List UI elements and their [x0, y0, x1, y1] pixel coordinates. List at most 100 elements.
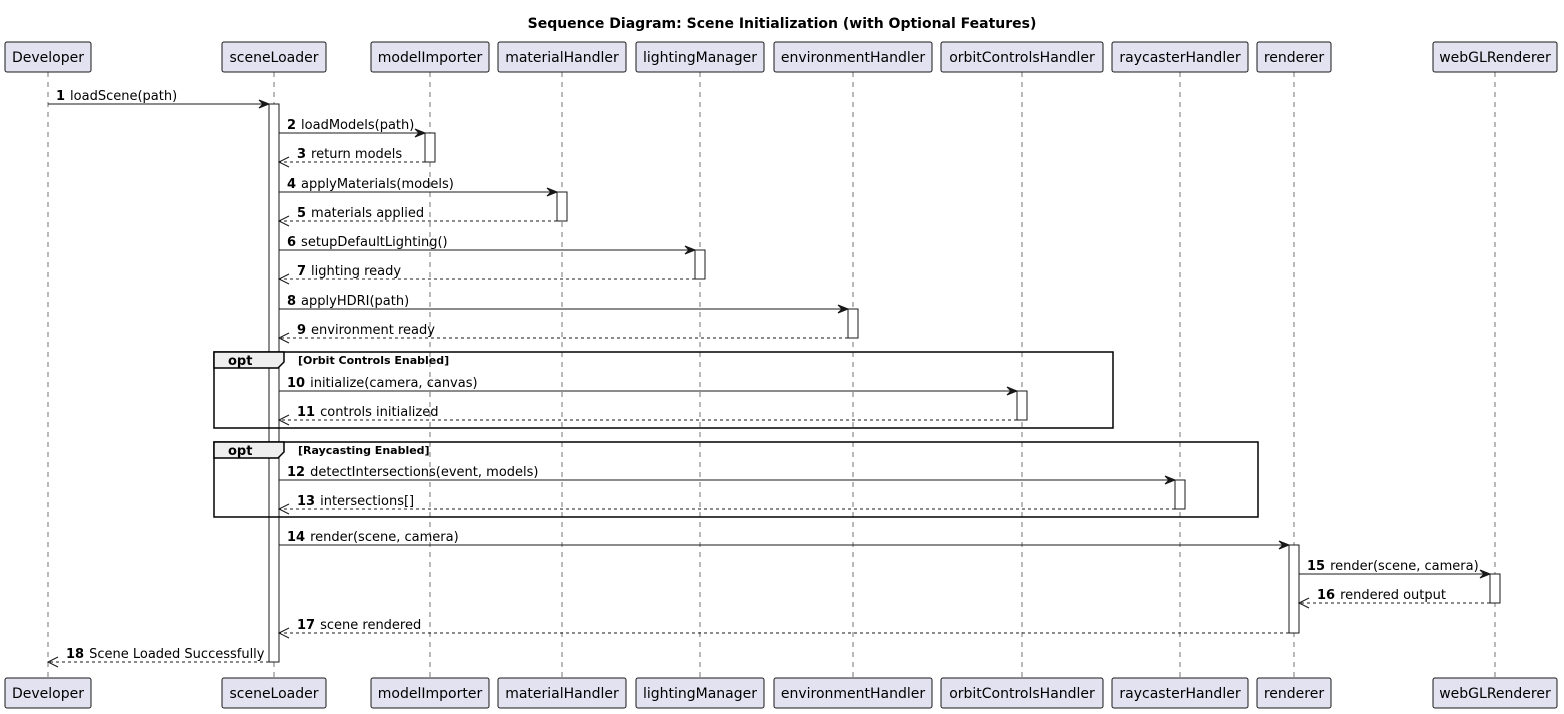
participant-renderer-bottom: renderer — [1256, 677, 1332, 709]
message-label: 12 detectIntersections(event, models) — [287, 465, 538, 480]
participant-label: orbitControlsHandler — [949, 686, 1095, 702]
fragment-keyword: opt — [228, 354, 252, 369]
participant-box — [1256, 41, 1332, 73]
arrow-head — [546, 187, 559, 197]
message-label: 13 intersections[] — [297, 494, 414, 509]
arrow-head — [1278, 540, 1291, 550]
activation-bar-raycasterHandler — [1174, 479, 1186, 510]
arrow-head — [277, 332, 290, 344]
fragment-keyword: opt — [228, 444, 252, 459]
participant-box — [4, 677, 92, 709]
message-text: setupDefaultLighting() — [301, 235, 448, 250]
activation-bar-sceneLoader — [268, 103, 280, 663]
participant-label: renderer — [1264, 50, 1324, 66]
arrow-head — [837, 304, 850, 314]
message-number: 10 — [287, 376, 305, 391]
message-text: return models — [311, 147, 402, 162]
message-number: 3 — [297, 147, 306, 162]
participant-label: webGLRenderer — [1439, 686, 1551, 702]
arrow-head — [277, 414, 290, 426]
participant-box — [1111, 677, 1249, 709]
participant-label: environmentHandler — [781, 50, 926, 66]
participant-box — [221, 677, 327, 709]
message-13: 13 intersections[] — [277, 494, 1175, 515]
participant-orbitControlsHandler-top: orbitControlsHandler — [940, 41, 1104, 73]
participant-label: webGLRenderer — [1439, 50, 1551, 66]
activation-bar-materialHandler — [556, 191, 568, 222]
participant-materialHandler-bottom: materialHandler — [497, 677, 627, 709]
message-label: 4 applyMaterials(models) — [287, 177, 454, 192]
participant-label: raycasterHandler — [1119, 50, 1240, 66]
message-12: 12 detectIntersections(event, models) — [279, 465, 1177, 485]
participant-label: materialHandler — [505, 686, 619, 702]
fragment-tab — [213, 441, 285, 459]
message-number: 6 — [287, 235, 296, 250]
participant-webGLRenderer-top: webGLRenderer — [1432, 41, 1558, 73]
participant-environmentHandler-top: environmentHandler — [773, 41, 933, 73]
opt-fragment: opt[Orbit Controls Enabled] — [213, 351, 1114, 429]
message-number: 4 — [287, 177, 296, 192]
opt-fragment: opt[Raycasting Enabled] — [213, 441, 1259, 518]
message-number: 11 — [297, 405, 315, 420]
participant-sceneLoader-top: sceneLoader — [221, 41, 327, 73]
message-number: 13 — [297, 494, 315, 509]
arrow-head — [277, 503, 290, 515]
participant-label: environmentHandler — [781, 686, 926, 702]
participant-modelImporter-bottom: modelImporter — [370, 677, 490, 709]
message-text: applyMaterials(models) — [301, 177, 454, 192]
participant-environmentHandler-bottom: environmentHandler — [773, 677, 933, 709]
participant-orbitControlsHandler-bottom: orbitControlsHandler — [940, 677, 1104, 709]
activation-bar-renderer — [1288, 544, 1300, 634]
message-number: 9 — [297, 323, 306, 338]
message-text: render(scene, camera) — [310, 530, 459, 545]
message-text: detectIntersections(event, models) — [310, 465, 538, 480]
participant-label: materialHandler — [505, 50, 619, 66]
participant-box — [370, 677, 490, 709]
message-text: materials applied — [311, 206, 424, 221]
message-text: loadScene(path) — [70, 89, 177, 104]
participant-label: modelImporter — [378, 686, 483, 702]
participant-label: orbitControlsHandler — [949, 50, 1095, 66]
participant-developer-bottom: Developer — [4, 677, 92, 709]
participant-box — [1432, 677, 1558, 709]
activation-bar-modelImporter — [424, 132, 436, 163]
message-number: 8 — [287, 294, 296, 309]
message-number: 17 — [297, 618, 315, 633]
participant-label: raycasterHandler — [1119, 686, 1240, 702]
participant-box — [940, 677, 1104, 709]
message-number: 2 — [287, 118, 296, 133]
participant-box — [1111, 41, 1249, 73]
participant-label: lightingManager — [643, 686, 757, 702]
participant-materialHandler-top: materialHandler — [497, 41, 627, 73]
message-number: 12 — [287, 465, 305, 480]
message-text: intersections[] — [320, 494, 414, 509]
message-number: 15 — [1307, 559, 1325, 574]
participant-label: sceneLoader — [229, 686, 318, 702]
activation-bar-lightingManager — [694, 249, 706, 280]
participant-box — [1256, 677, 1332, 709]
message-14: 14 render(scene, camera) — [279, 530, 1291, 550]
message-number: 14 — [287, 530, 305, 545]
arrow-head — [1164, 475, 1177, 485]
message-6: 6 setupDefaultLighting() — [279, 235, 697, 255]
message-3: 3 return models — [277, 147, 425, 168]
message-label: 3 return models — [297, 147, 402, 162]
